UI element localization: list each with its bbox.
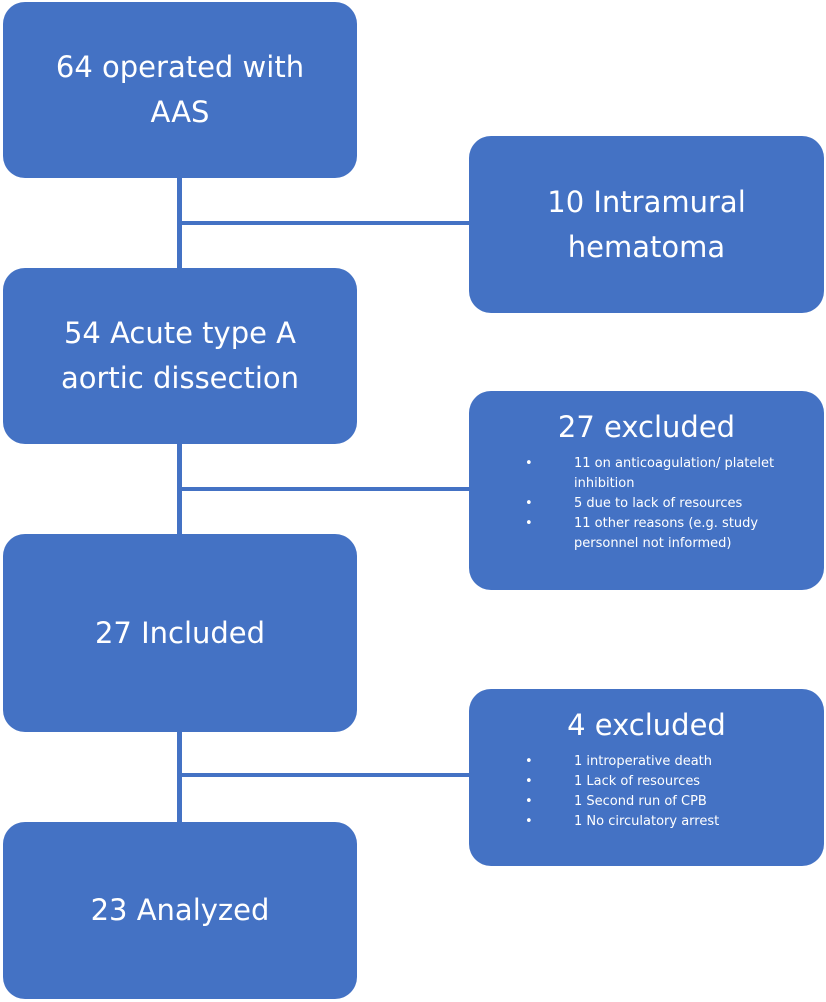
box-operated: 64 operated with AAS <box>3 2 357 178</box>
box-intramural-label: 10 Intramural hematoma <box>547 184 746 264</box>
box-excluded-27: 27 excluded • 11 on anticoagulation/ plat… <box>469 391 824 590</box>
bullet-icon: • <box>525 516 533 531</box>
connector-branch-intramural <box>180 221 470 225</box>
list-item: • 11 other reasons (e.g. study personnel … <box>469 514 824 554</box>
excluded-27-item-3: 11 other reasons (e.g. study personnel n… <box>574 516 759 551</box>
bullet-icon: • <box>525 774 533 789</box>
bullet-icon: • <box>525 814 533 829</box>
connector-branch-excluded-27 <box>180 487 470 491</box>
connector-operated-to-dissection <box>177 177 182 270</box>
box-included-label: 27 Included <box>94 615 266 650</box>
box-analyzed-label: 23 Analyzed <box>90 893 270 927</box>
connector-included-to-analyzed <box>177 731 182 824</box>
list-item: • 1 Lack of resources <box>469 772 824 792</box>
connector-dissection-to-included <box>177 443 182 536</box>
bullet-icon: • <box>525 794 533 809</box>
box-dissection: 54 Acute type A aortic dissection <box>3 268 357 444</box>
box-excluded-4: 4 excluded • 1 introperative death • 1 Lac… <box>469 689 824 866</box>
bullet-icon: • <box>525 496 533 511</box>
excluded-27-item-2: 5 due to lack of resources <box>574 496 743 511</box>
box-included: 27 Included <box>3 534 357 732</box>
excluded-27-list: • 11 on anticoagulation/ platelet inhibit… <box>469 454 824 554</box>
box-analyzed: 23 Analyzed <box>3 822 357 999</box>
list-item: • 1 Second run of CPB <box>469 792 824 812</box>
connector-branch-excluded-4 <box>180 773 470 777</box>
excluded-4-item-3: 1 Second run of CPB <box>574 794 707 809</box>
box-dissection-label: 54 Acute type A aortic dissection <box>60 316 300 395</box>
excluded-4-item-2: 1 Lack of resources <box>574 774 701 789</box>
excluded-27-title: 27 excluded <box>557 410 736 444</box>
list-item: • 11 on anticoagulation/ platelet inhibit… <box>469 454 824 494</box>
bullet-icon: • <box>525 456 533 471</box>
bullet-icon: • <box>525 754 533 769</box>
box-operated-label: 64 operated with AAS <box>55 50 305 129</box>
excluded-4-item-1: 1 introperative death <box>574 754 713 769</box>
list-item: • 5 due to lack of resources <box>469 494 824 514</box>
box-intramural: 10 Intramural hematoma <box>469 136 824 313</box>
list-item: • 1 No circulatory arrest <box>469 812 824 832</box>
excluded-4-title: 4 excluded <box>567 708 726 742</box>
excluded-4-item-4: 1 No circulatory arrest <box>574 814 720 829</box>
excluded-4-list: • 1 introperative death • 1 Lack of resour… <box>469 752 824 832</box>
excluded-27-item-1: 11 on anticoagulation/ platelet inhibiti… <box>574 456 775 491</box>
list-item: • 1 introperative death <box>469 752 824 772</box>
